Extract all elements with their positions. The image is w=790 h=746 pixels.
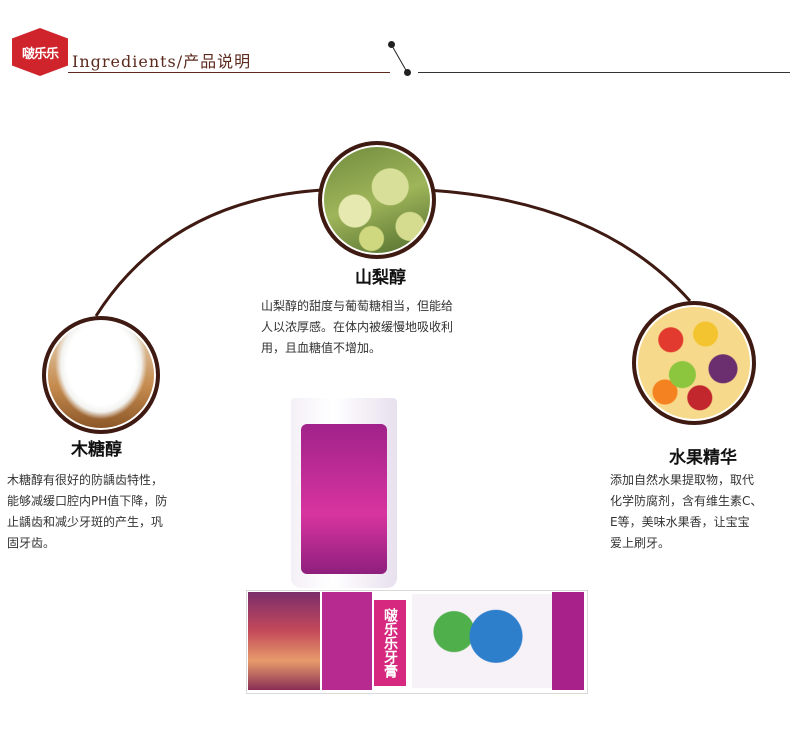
box-product-title: 啵乐乐牙膏 xyxy=(374,600,406,686)
box-brand-panel xyxy=(322,592,372,690)
desc-line: 添加自然水果提取物，取代 xyxy=(610,473,755,487)
ingredient-name-fruit-extract: 水果精华 xyxy=(669,448,737,468)
desc-line: E等，美味水果香，让宝宝 xyxy=(610,515,750,529)
ingredient-name-sorbitol: 山梨醇 xyxy=(355,268,406,288)
header-divider-left xyxy=(68,72,390,73)
section-title: Ingredients/产品说明 xyxy=(72,52,252,71)
box-character-graphic xyxy=(412,594,552,688)
fruits-image xyxy=(632,301,756,425)
desc-line: 化学防腐剂，含有维生素C、 xyxy=(610,494,763,508)
xylitol-image xyxy=(42,316,160,434)
box-fruit-graphic xyxy=(248,592,320,690)
desc-line: 木糖醇有很好的防龋齿特性， xyxy=(7,473,164,487)
header-connector xyxy=(390,43,408,73)
header-divider-right xyxy=(418,72,790,73)
box-end-panel xyxy=(552,592,584,690)
desc-line: 山梨醇的甜度与葡萄糖相当，但能给 xyxy=(261,299,454,313)
desc-line: 固牙齿。 xyxy=(7,536,56,550)
ingredient-desc-fruit-extract: 添加自然水果提取物，取代 化学防腐剂，含有维生素C、 E等，美味水果香，让宝宝 … xyxy=(610,470,790,554)
ingredient-desc-sorbitol: 山梨醇的甜度与葡萄糖相当，但能给 人以浓厚感。在体内被缓慢地吸收利 用，且血糖值… xyxy=(261,296,511,359)
desc-line: 止龋齿和减少牙斑的产生，巩 xyxy=(7,515,164,529)
brand-logo-text: 啵乐乐 xyxy=(21,46,59,62)
ingredient-name-xylitol: 木糖醇 xyxy=(71,440,122,460)
toothpaste-tube-label xyxy=(301,424,387,574)
desc-line: 用，且血糖值不增加。 xyxy=(261,341,382,355)
desc-line: 人以浓厚感。在体内被缓慢地吸收利 xyxy=(261,320,454,334)
pears-image xyxy=(318,141,436,259)
desc-line: 爱上刷牙。 xyxy=(610,536,671,550)
ingredient-desc-xylitol: 木糖醇有很好的防龋齿特性， 能够减缓口腔内PH值下降，防 止龋齿和减少牙斑的产生… xyxy=(7,470,237,554)
brand-logo: 啵乐乐 xyxy=(12,28,68,76)
desc-line: 能够减缓口腔内PH值下降，防 xyxy=(7,494,168,508)
header-dot-icon xyxy=(404,69,411,76)
